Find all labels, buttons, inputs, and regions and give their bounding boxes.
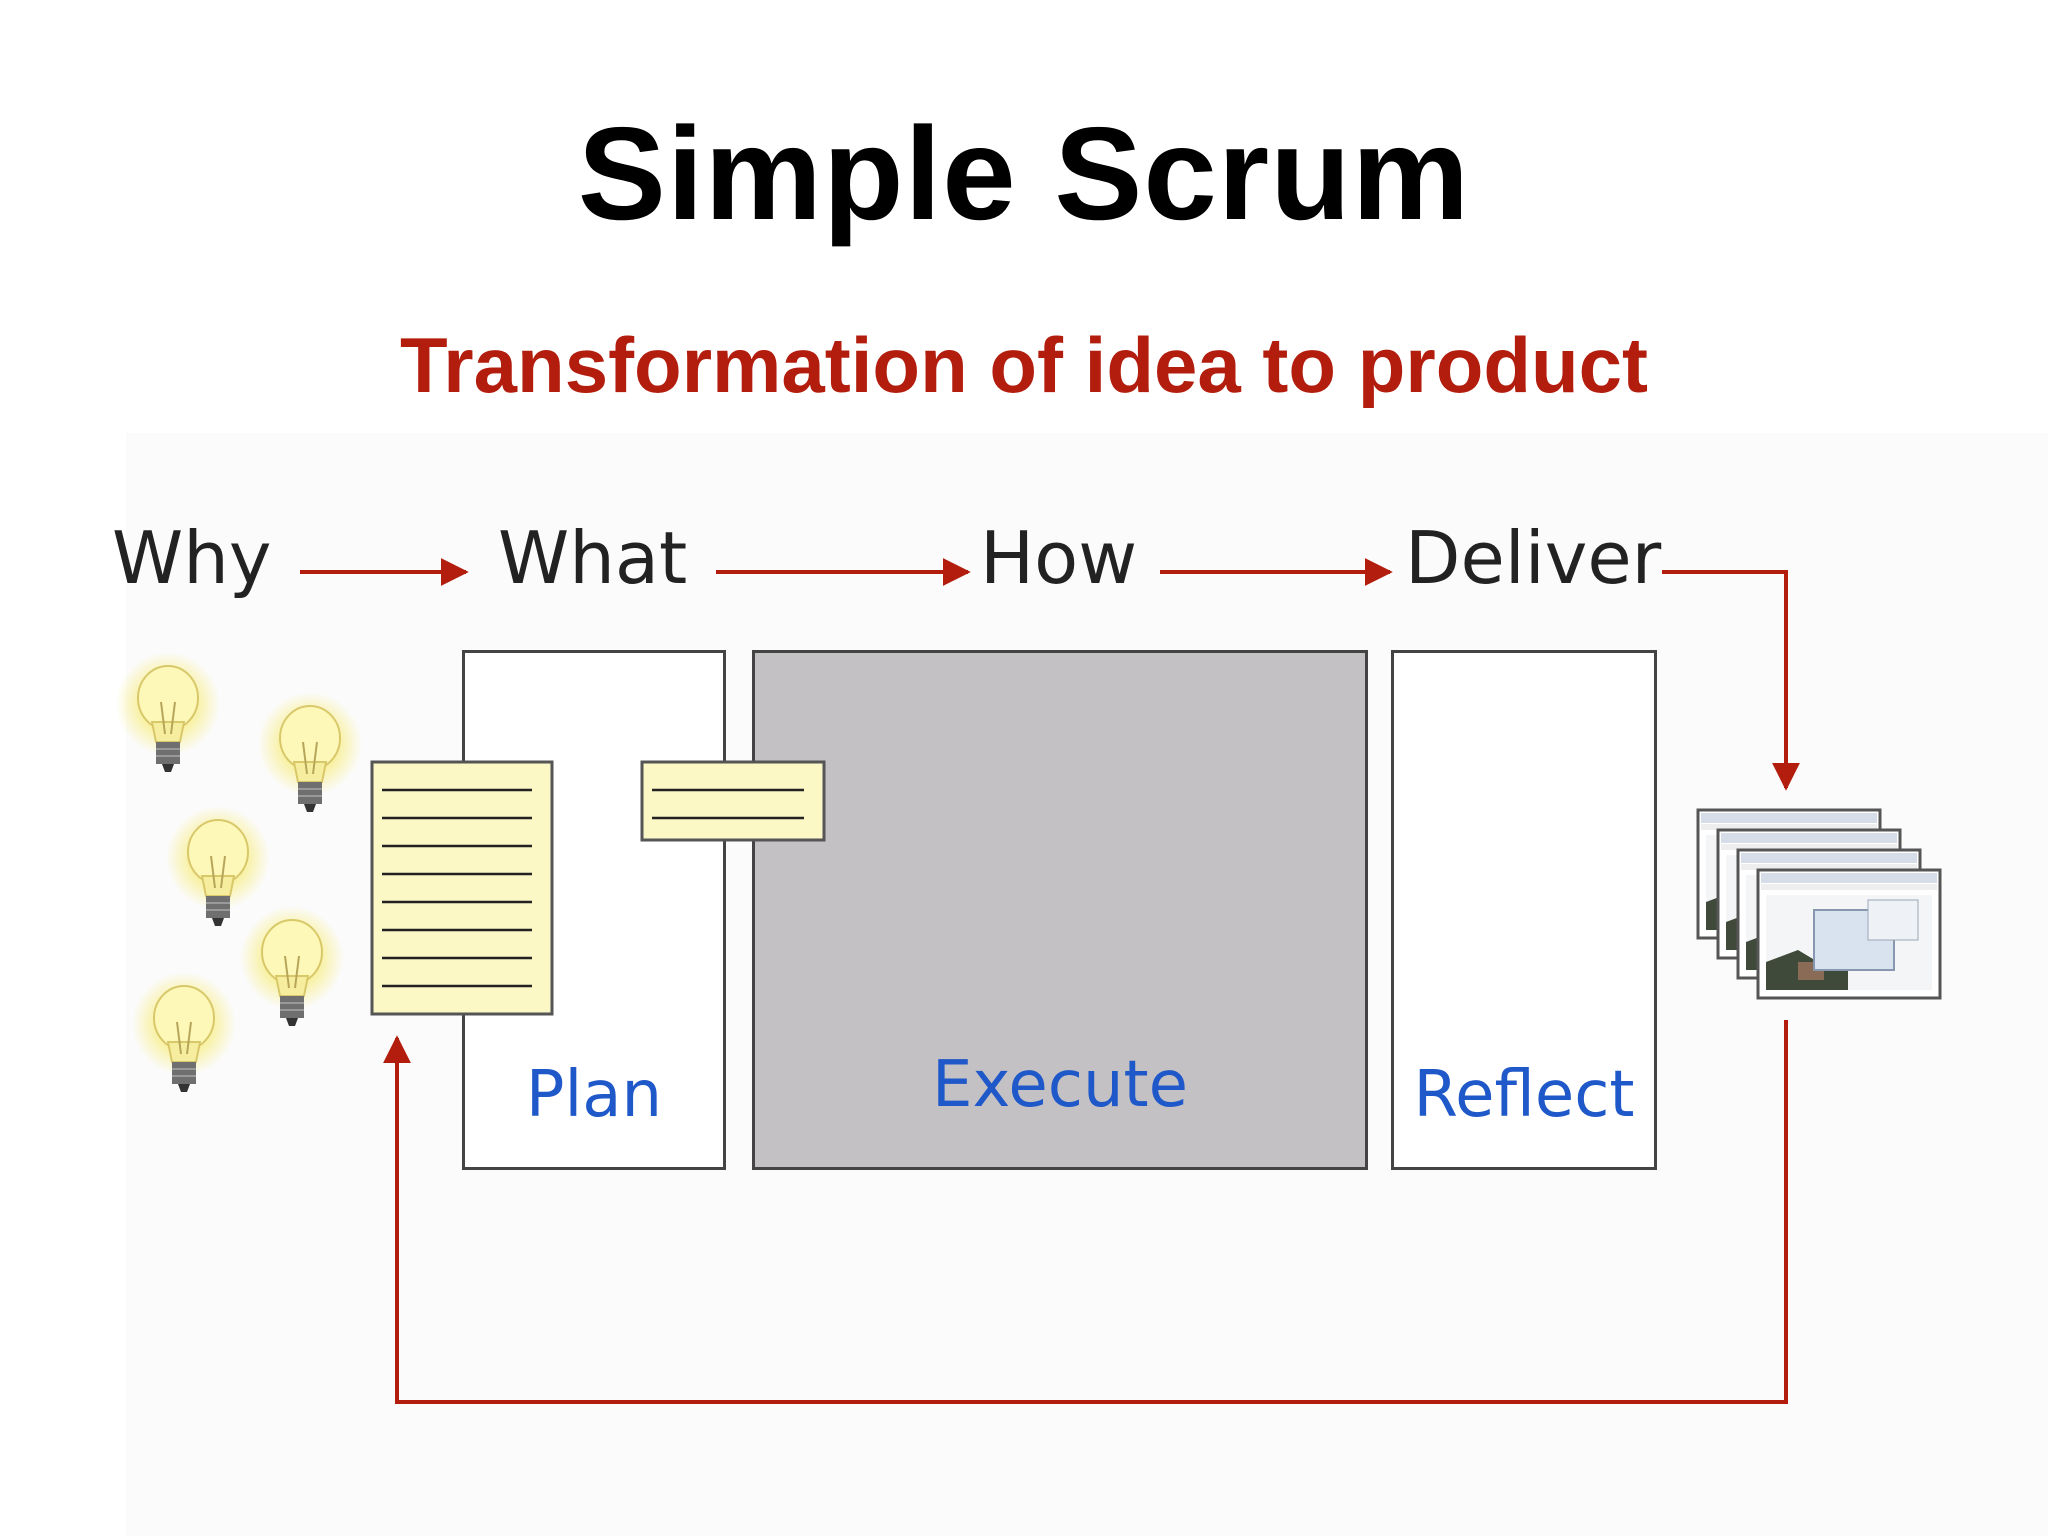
lightbulb-icon [257, 691, 363, 813]
execute-label: Execute [932, 1048, 1188, 1122]
product-backlog-note-icon [370, 760, 554, 1016]
arrow-deliver-product [1662, 570, 1800, 791]
feedback-loop-arrow [383, 1020, 1788, 1404]
product-screenshot-stack-icon [1696, 808, 1942, 1000]
lightbulb-icon [165, 805, 271, 927]
step-what: What [498, 516, 688, 600]
step-why: Why [112, 516, 272, 600]
slide-subtitle: Transformation of idea to product [399, 321, 1649, 409]
step-how: How [980, 516, 1138, 600]
plan-label: Plan [525, 1058, 663, 1132]
lightbulb-icon [239, 905, 345, 1027]
sprint-backlog-note-icon [640, 760, 826, 842]
step-deliver: Deliver [1405, 516, 1662, 600]
slide-title: Simple Scrum [577, 100, 1471, 247]
reflect-box: Reflect [1391, 650, 1657, 1170]
execute-box: Execute [752, 650, 1368, 1170]
lightbulb-icon [115, 651, 221, 773]
lightbulb-icon [131, 971, 237, 1093]
reflect-label: Reflect [1413, 1058, 1635, 1132]
